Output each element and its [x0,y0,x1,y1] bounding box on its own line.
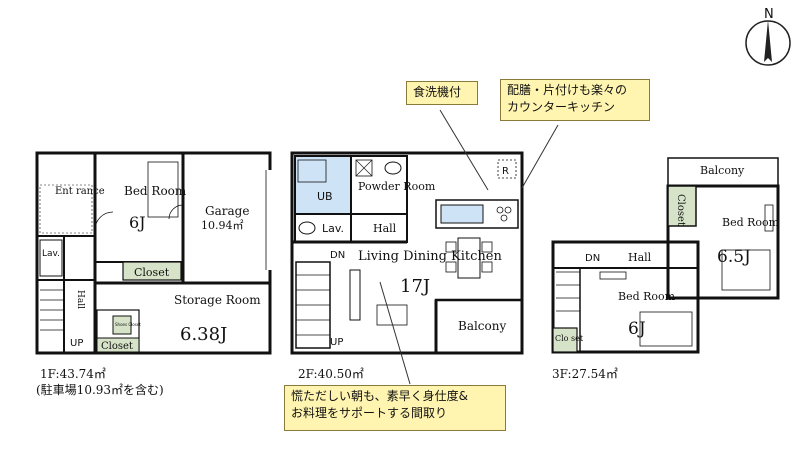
floor1-plan [35,151,272,355]
callout-morning: 慌ただしい朝も、素早く身仕度& お料理をサポートする間取り [284,385,506,431]
f1-garage-label: Garage [205,204,249,218]
f2-fridge-label: R [502,166,509,177]
f1-lav-label: Lav. [42,249,60,259]
f3-bed1-label: Bed Room [722,216,780,229]
f1-bed-size: 6J [129,213,146,232]
floor3-labels: Balcony Closet Bed Room 6.5J Hall DN Bed… [552,164,780,381]
callout-morning-line1: 慌ただしい朝も、素早く身仕度& [291,389,468,403]
f3-bed1-size: 6.5J [717,247,751,267]
floor2-plan [290,151,524,355]
f1-area-label: 1F:43.74㎡ [40,367,106,381]
f2-hall-label: Hall [373,222,397,235]
f1-area-note: (駐車場10.93㎡を含む) [36,382,164,397]
f3-closet-label: Closet [675,194,686,226]
f2-dn-label: DN [330,250,345,261]
f1-closet-label: Closet [134,266,170,279]
f2-area-label: 2F:40.50㎡ [298,367,364,381]
f2-ldk-label: Living Dining Kitchen [358,249,502,264]
f2-lav-label: Lav. [322,222,344,235]
f1-entrance-label: Ent rance [55,186,105,197]
callout-dishwasher-text: 食洗機付 [413,85,462,99]
floor2-labels: UB Powder Room Lav. Hall Living Dining K… [298,166,509,381]
f3-bed2-label: Bed Room [618,290,676,303]
f3-bed2-size: 6J [628,319,646,339]
floor1-labels: Ent rance Bed Room 6J Garage 10.94㎡ Lav.… [36,184,261,397]
floor3-plan [551,157,780,354]
f2-ldk-size: 17J [400,276,430,297]
f1-bed-label: Bed Room [124,184,187,198]
compass-label: N [764,7,774,22]
f2-balcony-label: Balcony [458,319,506,333]
callout-leaders [379,109,559,385]
f3-balcony-label: Balcony [700,164,745,177]
f1-garage-size: 10.94㎡ [201,219,244,232]
f3-closet-small-label: Clo set [555,334,584,343]
f3-hall-label: Hall [628,251,652,264]
callout-dishwasher: 食洗機付 [406,81,478,105]
f1-closet-box [122,261,182,281]
f1-hall-label: Hall [75,290,85,309]
callout-counter-kitchen: 配膳・片付けも楽々の カウンターキッチン [500,79,650,121]
f2-up-label: UP [330,337,343,348]
f3-area-label: 3F:27.54㎡ [552,367,618,381]
f1-closet2-label: Closet [101,341,133,352]
callout-counter-line2: カウンターキッチン [507,100,616,114]
f3-dn-label: DN [585,253,600,264]
callout-counter-line1: 配膳・片付けも楽々の [507,83,628,97]
f1-up-label: UP [70,338,83,349]
callout-morning-line2: お料理をサポートする間取り [291,406,448,420]
f1-storage-label: Storage Room [174,293,261,307]
f1-storage-size: 6.38J [180,324,227,345]
compass: N [745,7,791,66]
f1-shoe-closet-label: Shoes Closet [115,322,141,327]
f2-powder-label: Powder Room [358,180,436,193]
compass-arrow-icon [764,20,772,62]
f2-ub-label: UB [317,190,333,203]
